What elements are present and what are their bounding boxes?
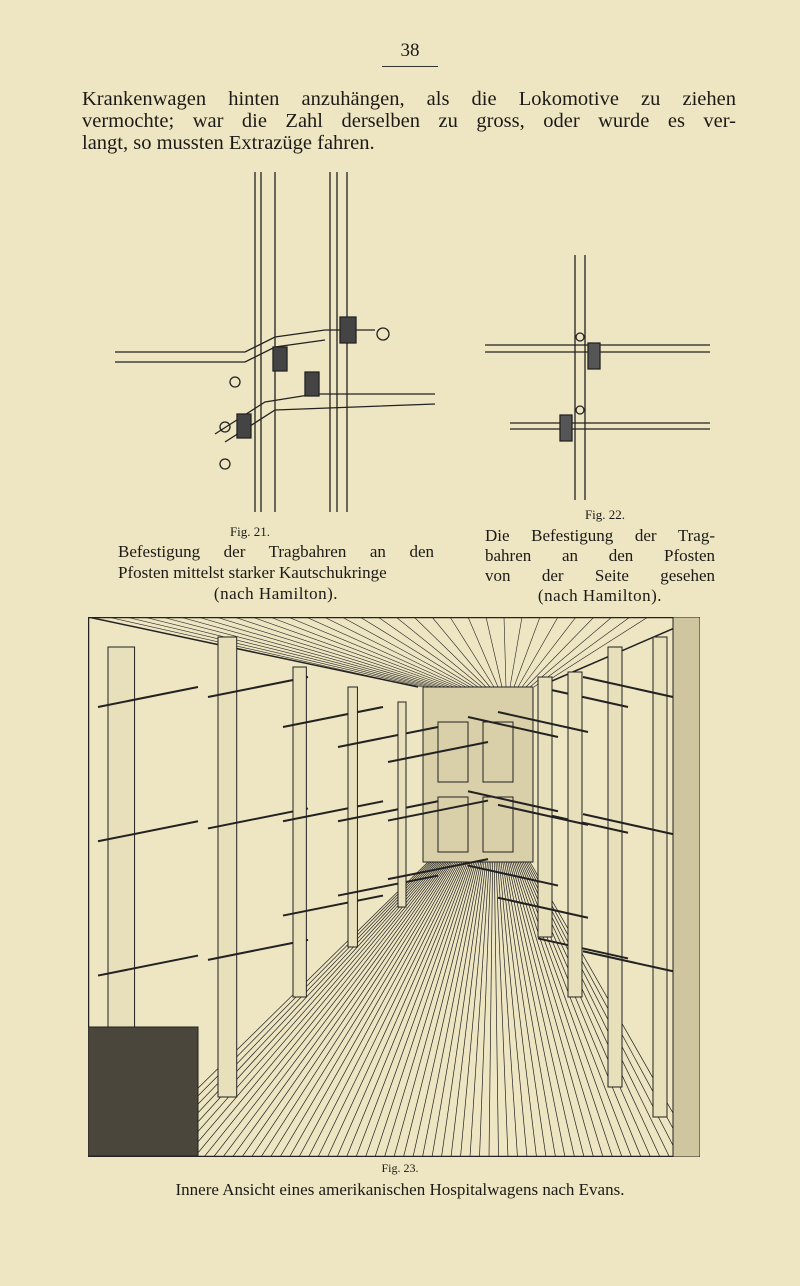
fig22-caption-line-3: von der Seite gesehen xyxy=(485,566,715,585)
body-text-line-3: langt, so mussten Extrazüge fahren. xyxy=(82,132,375,154)
body-text-line-2: vermochte; war die Zahl derselben zu gro… xyxy=(82,110,736,132)
fig21-label: Fig. 21. xyxy=(229,524,271,539)
fig21-caption-line-2: Pfosten mittelst starker Kautschukringe xyxy=(118,563,387,582)
fig23-illustration xyxy=(88,617,700,1157)
fig23-label: Fig. 23. xyxy=(381,1161,419,1175)
fig21-caption-line-3: (nach Hamilton). xyxy=(213,584,339,603)
fig23-end-door xyxy=(423,687,533,862)
page-number-rule xyxy=(382,66,438,67)
fig23-posts xyxy=(98,637,673,1117)
fig22-label: Fig. 22. xyxy=(584,507,626,522)
body-text-line-1: Krankenwagen hinten anzuhängen, als die … xyxy=(82,88,736,110)
fig21-illustration xyxy=(115,172,435,512)
fig22-caption-line-2: bahren an den Pfosten xyxy=(485,546,715,565)
page-number: 38 xyxy=(400,40,420,61)
fig22-caption-line-1: Die Befestigung der Trag- xyxy=(485,526,715,545)
fig23-bench xyxy=(88,1027,198,1156)
fig22-illustration xyxy=(480,255,730,500)
fig22-caption-line-4: (nach Hamilton). xyxy=(537,586,663,605)
fig23-caption: Innere Ansicht eines amerikanischen Hosp… xyxy=(175,1180,625,1199)
fig21-caption-line-1: Befestigung der Tragbahren an den xyxy=(118,542,434,561)
